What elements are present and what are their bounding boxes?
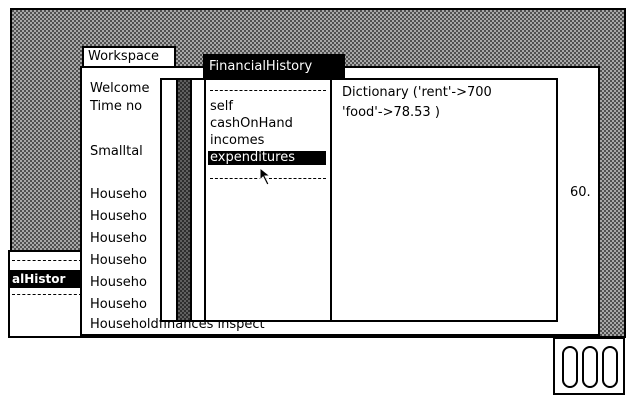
variable-item-self[interactable]: self (210, 99, 233, 114)
value-pane[interactable]: Dictionary ('rent'->700 'food'->78.53 ) (334, 80, 556, 320)
variable-item-incomes[interactable]: incomes (210, 133, 265, 148)
mouse-pointer-icon (259, 166, 272, 186)
inspector-title-tab[interactable]: FinancialHistory (203, 54, 345, 80)
selected-variable-highlight: expenditures (208, 151, 326, 165)
workspace-line: Househo (90, 187, 147, 202)
fragment-divider-bottom (12, 294, 82, 295)
fragment-title-label: alHistor (10, 270, 84, 288)
inspector-window[interactable]: self cashOnHand incomes expenditures Dictio… (160, 78, 558, 322)
scrollbar-thumb[interactable] (178, 80, 190, 320)
inspector-title: FinancialHistory (209, 59, 313, 74)
variable-list-top-divider (210, 90, 326, 91)
variable-list-bottom-divider (210, 178, 326, 179)
workspace-line: Time no (90, 99, 143, 114)
workspace-line: Househo (90, 275, 147, 290)
variable-list-pane[interactable]: self cashOnHand incomes expenditures (204, 80, 332, 320)
inspector-scrollbar[interactable] (176, 80, 192, 320)
workspace-line: Househo (90, 297, 147, 312)
workspace-line: Welcome (90, 81, 150, 96)
workspace-right-edge-text: 60. (570, 185, 591, 200)
three-bar-collapse-icon[interactable] (561, 345, 619, 389)
fragment-divider-top (12, 260, 82, 261)
variable-item-expenditures[interactable]: expenditures (208, 151, 326, 165)
financial-history-fragment-window[interactable]: alHistor (8, 250, 86, 338)
value-line: 'food'->78.53 ) (342, 105, 440, 120)
workspace-line: Househo (90, 231, 147, 246)
workspace-line: Househo (90, 253, 147, 268)
workspace-title: Workspace (88, 49, 160, 64)
variable-item-cashonhand[interactable]: cashOnHand (210, 116, 293, 131)
icon-tray[interactable] (553, 337, 625, 395)
value-line: Dictionary ('rent'->700 (342, 85, 492, 100)
workspace-title-tab[interactable]: Workspace (82, 46, 176, 68)
workspace-line: Househo (90, 209, 147, 224)
workspace-line: Smalltal (90, 144, 143, 159)
